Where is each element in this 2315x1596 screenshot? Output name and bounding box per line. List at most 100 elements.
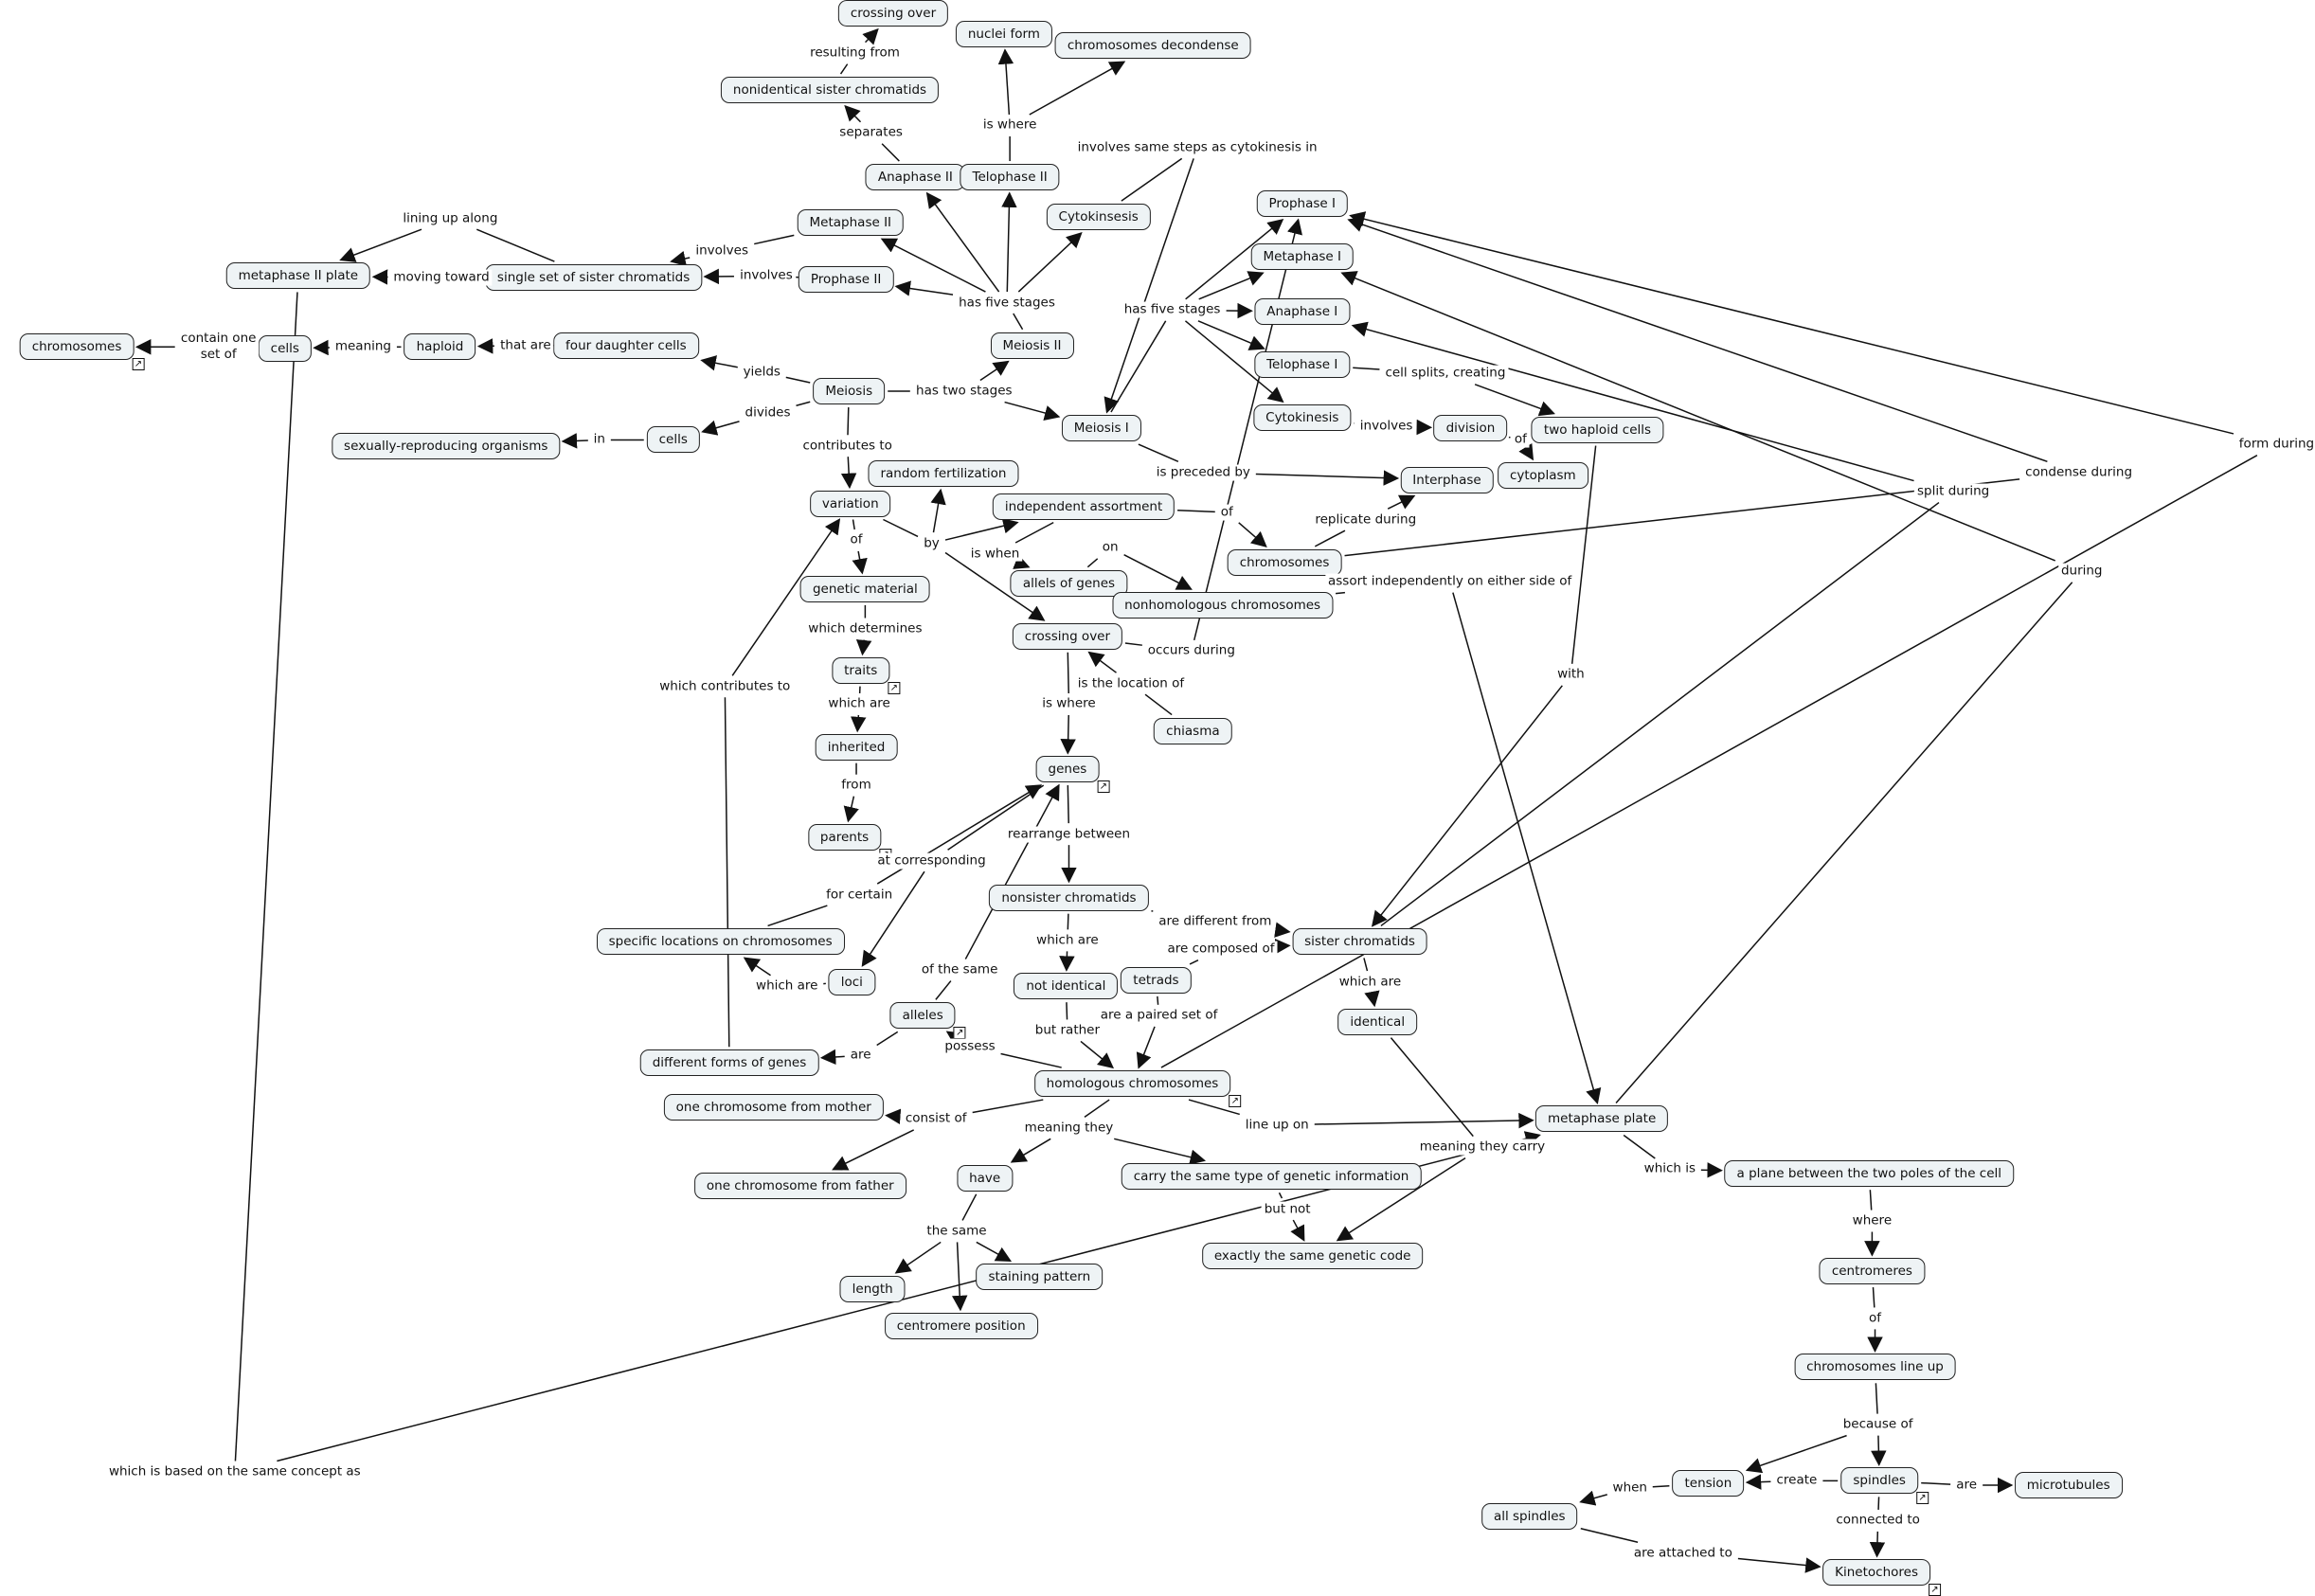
concept-telophase2[interactable]: Telophase II <box>960 164 1059 190</box>
concept-have[interactable]: have <box>957 1165 1013 1192</box>
concept-length[interactable]: length <box>840 1276 906 1302</box>
concept-identical[interactable]: identical <box>1337 1009 1417 1035</box>
concept-chiasma[interactable]: chiasma <box>1154 718 1231 744</box>
concept-crossing-over[interactable]: crossing over <box>1013 623 1122 650</box>
concept-sister[interactable]: sister chromatids <box>1292 928 1427 955</box>
link-phrase-text: which is <box>1644 1161 1696 1176</box>
concept-single-set[interactable]: single set of sister chromatids <box>485 264 702 291</box>
concept-division[interactable]: division <box>1434 415 1508 441</box>
concept-genetic-material[interactable]: genetic material <box>800 576 930 602</box>
concept-metaphase-plate[interactable]: metaphase plate <box>1535 1105 1668 1132</box>
concept-prophase2[interactable]: Prophase II <box>799 266 893 293</box>
concept-nonhomologous[interactable]: nonhomologous chromosomes <box>1112 592 1333 619</box>
concept-carry-same[interactable]: carry the same type of genetic informati… <box>1122 1163 1422 1190</box>
concept-traits[interactable]: traits↗ <box>832 657 889 684</box>
concept-two-haploid[interactable]: two haploid cells <box>1532 417 1663 443</box>
concept-anaphase2[interactable]: Anaphase II <box>866 164 965 190</box>
concept-nonsister[interactable]: nonsister chromatids <box>989 885 1148 911</box>
concept-inherited[interactable]: inherited <box>816 734 898 761</box>
resource-link-icon[interactable]: ↗ <box>888 682 900 694</box>
concept-meiosis[interactable]: Meiosis <box>813 378 885 404</box>
resource-link-icon[interactable]: ↗ <box>1929 1584 1941 1596</box>
concept-variation[interactable]: variation <box>810 491 891 517</box>
resource-link-icon[interactable]: ↗ <box>1097 780 1109 793</box>
concept-crossing-over-top[interactable]: crossing over <box>838 0 948 27</box>
concept-indep-assort[interactable]: independent assortment <box>993 493 1175 520</box>
connector-line <box>1114 1139 1204 1160</box>
concept-cytokinesis1[interactable]: Cytokinesis <box>1253 404 1351 431</box>
concept-diff-forms[interactable]: different forms of genes <box>640 1049 819 1076</box>
link-phrase-l-which-are-loci: which are <box>753 978 820 995</box>
connector-line <box>1089 653 1117 672</box>
concept-meiosis1[interactable]: Meiosis I <box>1062 415 1141 441</box>
concept-chromosomes-mid[interactable]: chromosomes <box>1228 549 1342 576</box>
concept-label: single set of sister chromatids <box>497 270 690 285</box>
concept-alleles[interactable]: alleles↗ <box>890 1002 956 1029</box>
resource-link-icon[interactable]: ↗ <box>132 358 144 370</box>
concept-label: different forms of genes <box>653 1055 807 1070</box>
concept-cytokinsesis[interactable]: Cytokinsesis <box>1047 204 1151 230</box>
concept-prophase1[interactable]: Prophase I <box>1257 190 1348 217</box>
connector-line <box>1198 321 1264 349</box>
concept-cells2[interactable]: cells <box>647 426 700 453</box>
concept-parents[interactable]: parents↗ <box>808 824 881 851</box>
link-phrase-text: which are <box>1036 932 1098 947</box>
concept-meiosis2[interactable]: Meiosis II <box>990 332 1073 359</box>
concept-microtubules[interactable]: microtubules <box>2015 1472 2123 1498</box>
concept-telophase1[interactable]: Telophase I <box>1254 351 1350 378</box>
concept-sexually[interactable]: sexually-reproducing organisms <box>332 433 560 459</box>
concept-anaphase1[interactable]: Anaphase I <box>1254 298 1350 325</box>
link-phrase-text: line up on <box>1246 1117 1309 1132</box>
concept-exact-code[interactable]: exactly the same genetic code <box>1202 1243 1424 1269</box>
resource-link-icon[interactable]: ↗ <box>1916 1492 1929 1504</box>
concept-metaphase2[interactable]: Metaphase II <box>798 209 905 236</box>
link-phrase-text: from <box>841 778 870 793</box>
concept-centromere-pos[interactable]: centromere position <box>885 1313 1038 1339</box>
concept-chromosomes-left[interactable]: chromosomes↗ <box>20 333 135 360</box>
concept-random-fert[interactable]: random fertilization <box>868 460 1018 487</box>
concept-tetrads[interactable]: tetrads <box>1121 967 1191 994</box>
concept-chrom-line-up[interactable]: chromosomes line up <box>1794 1354 1956 1380</box>
concept-nuclei-form[interactable]: nuclei form <box>956 21 1052 47</box>
connector-line <box>1624 1135 1655 1157</box>
connector-line <box>1653 1486 1670 1487</box>
concept-nonident-sister[interactable]: nonidentical sister chromatids <box>721 77 939 103</box>
concept-cytoplasm[interactable]: cytoplasm <box>1498 462 1588 489</box>
concept-centromeres[interactable]: centromeres <box>1820 1258 1925 1284</box>
concept-label: Meiosis II <box>1002 338 1061 353</box>
concept-homologous[interactable]: homologous chromosomes↗ <box>1034 1070 1231 1097</box>
concept-metaphase2plate[interactable]: metaphase II plate <box>226 262 371 289</box>
concept-interphase[interactable]: Interphase <box>1400 467 1493 493</box>
concept-label: Telophase II <box>972 170 1047 185</box>
link-phrase-l-possess: possess <box>942 1039 997 1055</box>
link-phrase-l-of-the-same: of the same <box>919 962 1001 978</box>
concept-spindles[interactable]: spindles↗ <box>1840 1467 1918 1494</box>
link-phrase-text: are a paired set of <box>1101 1008 1218 1023</box>
concept-not-identical[interactable]: not identical <box>1014 973 1118 999</box>
concept-loci[interactable]: loci <box>829 969 875 995</box>
resource-link-icon[interactable]: ↗ <box>954 1027 966 1039</box>
link-phrase-text: is when <box>971 546 1020 561</box>
concept-haploid[interactable]: haploid <box>404 333 476 360</box>
link-phrase-text: has five stages <box>959 295 1055 310</box>
concept-one-father[interactable]: one chromosome from father <box>694 1173 906 1199</box>
resource-link-icon[interactable]: ↗ <box>1229 1095 1241 1107</box>
connector-line <box>341 229 422 260</box>
connector-line <box>1161 456 2257 1067</box>
concept-cells1[interactable]: cells <box>259 335 312 362</box>
concept-metaphase1[interactable]: Metaphase I <box>1250 243 1354 270</box>
concept-four-daughter[interactable]: four daughter cells <box>553 332 699 359</box>
link-phrase-l-connected: connected to <box>1833 1513 1923 1529</box>
concept-chrom-decondense[interactable]: chromosomes decondense <box>1055 32 1251 59</box>
concept-allels-genes[interactable]: allels of genes <box>1011 570 1127 597</box>
concept-all-spindles[interactable]: all spindles <box>1481 1503 1578 1530</box>
concept-one-mother[interactable]: one chromosome from mother <box>664 1094 884 1121</box>
concept-tension[interactable]: tension <box>1672 1470 1744 1497</box>
connector-line <box>745 958 770 975</box>
concept-kinetochores[interactable]: Kinetochores↗ <box>1822 1559 1930 1586</box>
concept-specific-loc[interactable]: specific locations on chromosomes <box>597 928 845 955</box>
concept-staining[interactable]: staining pattern <box>976 1264 1103 1290</box>
link-phrase-text: are different from <box>1158 913 1271 928</box>
concept-plane[interactable]: a plane between the two poles of the cel… <box>1725 1160 2015 1187</box>
concept-genes[interactable]: genes↗ <box>1036 756 1100 782</box>
